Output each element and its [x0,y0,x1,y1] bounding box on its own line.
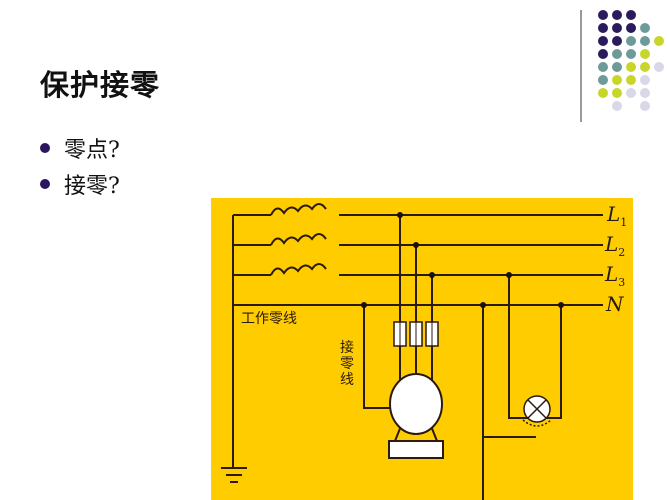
bullet-list: 零点? 接零? [40,130,120,202]
dot-icon [626,10,636,20]
dot-icon [598,10,608,20]
label-letter: L [605,262,619,286]
dot-icon [654,62,664,72]
bullet-label: 接零? [64,174,120,199]
protective-neutral-label: 接零线 [340,340,354,388]
working-neutral-label: 工作零线 [241,311,297,327]
dot-icon [626,75,636,85]
bullet-dot-icon [40,179,50,189]
dot-icon [640,75,650,85]
slide-title: 保护接零 [40,68,161,102]
dot-icon [612,10,622,20]
circuit-diagram: L1 L2 L3 N 工作零线 接零线 [211,198,633,500]
dot-icon [640,62,650,72]
dot-icon [640,88,650,98]
decorative-divider [580,10,582,122]
label-L2: L2 [605,232,625,259]
bullet-dot-icon [40,143,50,153]
circuit-svg [221,203,603,500]
motor-icon [388,373,444,459]
dot-icon [626,49,636,59]
dot-icon [612,75,622,85]
dot-icon [654,36,664,46]
dot-icon [640,36,650,46]
bullet-label: 零点? [64,138,120,163]
dot-icon [626,23,636,33]
dot-icon [640,101,650,111]
label-letter: L [607,202,621,226]
dot-icon [598,36,608,46]
label-L3: L3 [605,262,625,289]
dot-icon [598,49,608,59]
bullet-item: 零点? [40,130,120,166]
coil-icon [270,263,327,276]
dot-icon [640,23,650,33]
dot-icon [612,36,622,46]
dot-icon [626,88,636,98]
dot-icon [612,62,622,72]
dot-icon [640,49,650,59]
label-L1: L1 [607,202,627,229]
label-letter: L [605,232,619,256]
label-letter: N [606,292,624,316]
dot-icon [626,62,636,72]
protective-neutral-wire [363,305,393,409]
label-sub: 3 [618,276,626,289]
dot-icon [612,88,622,98]
dot-icon [598,88,608,98]
coil-icon [270,233,327,246]
dot-icon [612,101,622,111]
label-sub: 1 [620,216,628,229]
dot-icon [626,36,636,46]
dot-icon [612,23,622,33]
lamp-icon [522,395,552,427]
label-sub: 2 [618,246,626,259]
dot-icon [598,62,608,72]
dot-icon [598,23,608,33]
dot-icon [598,75,608,85]
dot-icon [612,49,622,59]
label-N: N [606,292,624,316]
coil-icon [270,203,327,216]
bullet-item: 接零? [40,166,120,202]
